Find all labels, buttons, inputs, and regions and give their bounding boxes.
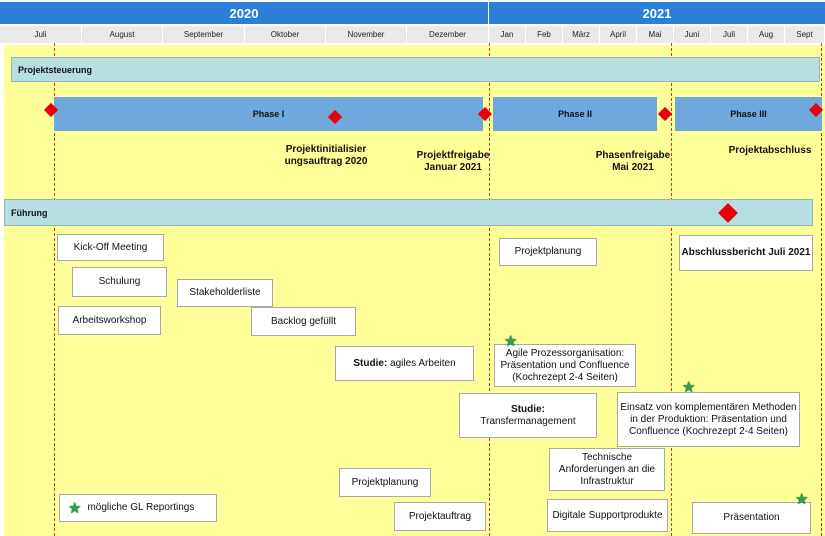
task-studie-label: Studie: [353,357,388,369]
task-projektauftrag: Projektauftrag [394,502,486,531]
task-technische-anforderungen: Technische Anforderungen an die Infrastr… [549,448,665,491]
legend-label: mögliche GL Reportings [87,502,195,513]
star-icon: ★ [504,333,518,350]
month-label: Juli [711,26,748,43]
task-digitale-supportprodukte: Digitale Supportprodukte [547,499,668,532]
task-einsatz-komplementaerer-methoden: Einsatz von komplementären Methoden in d… [617,392,800,447]
task-schulung: Schulung [72,267,167,297]
lane-fuehrung: Führung [4,199,813,226]
task-backlog: Backlog gefüllt [251,307,356,336]
milestone-line-start [54,43,55,536]
task-praesentation: Präsentation [692,502,811,534]
month-label: November [326,26,407,43]
task-arbeitsworkshop: Arbeitsworkshop [58,306,161,335]
task-abschlussbericht: Abschlussbericht Juli 2021 [679,235,813,271]
year-2021-header: 2021 [489,2,825,24]
month-label: Oktober [245,26,326,43]
phase-3-bar: Phase III [675,97,822,131]
month-label: März [563,26,600,43]
month-label: August [82,26,163,43]
star-icon: ★ [795,491,809,508]
month-label: Juni [674,26,711,43]
task-projektplanung-2020: Projektplanung [339,468,431,497]
task-studie-topic: Transfermanagement [480,415,576,427]
month-label: September [163,26,245,43]
milestone-line-may [671,43,672,536]
star-icon: ★ [682,379,696,396]
lane-projektsteuerung: Projektsteuerung [11,57,820,82]
star-icon: ★ [68,499,82,517]
task-kickoff-meeting: Kick-Off Meeting [57,234,164,261]
task-agile-prozessorganisation: Agile Prozessorganisation: Präsentation … [494,344,636,387]
milestone-line-end [821,43,822,536]
task-stakeholderliste: Stakeholderliste [177,279,273,307]
year-2020-header: 2020 [0,2,488,24]
month-label: Mai [637,26,674,43]
milestone-label-projektinitialisierung: Projektinitialisier ungsauftrag 2020 [284,144,368,167]
phase-1-bar: Phase I [54,97,483,131]
month-label: Sept [785,26,825,43]
task-studie-agiles-arbeiten: Studie: agiles Arbeiten [335,346,474,381]
month-label: Feb [526,26,563,43]
milestone-label-projektfreigabe: Projektfreigabe Januar 2021 [416,150,490,173]
month-label: Jan [489,26,526,43]
milestone-label-projektabschluss: Projektabschluss [728,145,812,156]
month-label: Juli [0,26,82,43]
task-studie-transfermanagement: Studie:Transfermanagement [459,393,597,438]
milestone-line-jan [489,43,490,536]
month-label: Aug [748,26,785,43]
month-label: April [600,26,637,43]
task-projektplanung-2021: Projektplanung [499,238,597,266]
month-label: Dezember [407,26,489,43]
legend: ★ mögliche GL Reportings [59,494,217,522]
milestone-label-phasenfreigabe: Phasenfreigabe Mai 2021 [595,150,671,173]
task-studie-topic: agiles Arbeiten [390,357,456,369]
phase-2-bar: Phase II [493,97,657,131]
task-studie-label: Studie: [511,403,545,415]
